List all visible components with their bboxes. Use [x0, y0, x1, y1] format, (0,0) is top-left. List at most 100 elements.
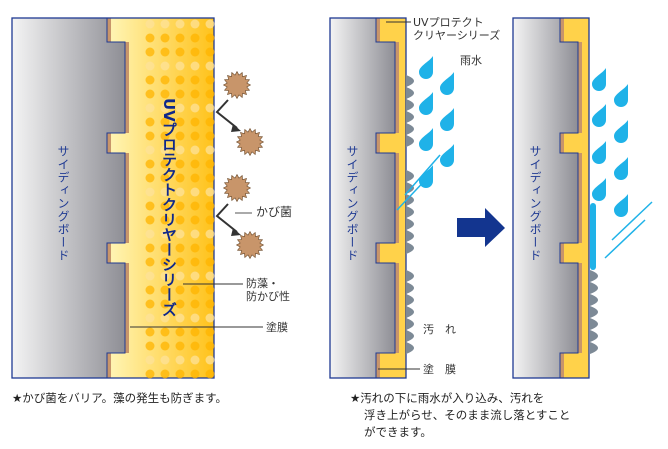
- particle-dot: [190, 243, 200, 253]
- particle-dot: [145, 75, 155, 85]
- particle-dot: [205, 173, 215, 183]
- particle-dot: [175, 271, 185, 281]
- particle-dot: [175, 299, 185, 309]
- particle-dot: [145, 369, 155, 379]
- particle-dot: [175, 341, 185, 351]
- particle-dot: [205, 89, 215, 99]
- uv-protect-clear-label: UVプロテクトクリヤーシリーズ: [160, 98, 178, 317]
- right-arrow-icon: [457, 208, 505, 247]
- raindrop-icon: [440, 72, 454, 95]
- particle-dot: [175, 61, 185, 71]
- raindrop-icon: [614, 157, 628, 180]
- raindrop-icon: [419, 128, 433, 151]
- particle-dot: [205, 285, 215, 295]
- particle-dot: [205, 47, 215, 57]
- particle-dot: [175, 19, 185, 29]
- anti-mold-label: 防かび性: [246, 290, 290, 303]
- raindrop-icon: [614, 120, 628, 143]
- raindrop-icon: [440, 108, 454, 131]
- particle-dot: [190, 33, 200, 43]
- particle-dot: [175, 103, 185, 113]
- raindrop-icon: [614, 84, 628, 107]
- particle-dot: [160, 327, 170, 337]
- particle-dot: [145, 271, 155, 281]
- particle-dot: [160, 299, 170, 309]
- particle-dot: [175, 285, 185, 295]
- film-label: 塗膜: [266, 321, 288, 334]
- dirt-icon: [406, 270, 414, 354]
- particle-dot: [175, 229, 185, 239]
- mold-spore-icon: [222, 173, 252, 203]
- particle-dot: [145, 159, 155, 169]
- left-panel-siding-board: [11, 17, 126, 379]
- particle-dot: [205, 201, 215, 211]
- mold-spore-icon: [235, 230, 265, 260]
- particle-dot: [145, 103, 155, 113]
- particle-dot: [205, 271, 215, 281]
- particle-dot: [205, 299, 215, 309]
- particle-dot: [145, 243, 155, 253]
- particle-dot: [160, 201, 170, 211]
- particle-dot: [160, 75, 170, 85]
- particle-dot: [205, 33, 215, 43]
- dirt-icon: [406, 75, 414, 147]
- particle-dot: [175, 243, 185, 253]
- left-caption: ★かび菌をバリア。藻の発生も防ぎます。: [12, 391, 228, 405]
- particle-dot: [175, 257, 185, 267]
- clear-series-label: クリヤーシリーズ: [413, 29, 501, 42]
- left-panel-outline: [11, 17, 215, 379]
- particle-dot: [145, 215, 155, 225]
- particle-dot: [160, 257, 170, 267]
- particle-dot: [160, 145, 170, 155]
- raindrop-icon: [614, 194, 628, 217]
- particle-dot: [160, 47, 170, 57]
- rain-streak: [604, 219, 646, 259]
- particle-dot: [190, 299, 200, 309]
- particle-dot: [205, 117, 215, 127]
- water-film: [590, 203, 596, 270]
- mold-spore-icon: [235, 127, 265, 157]
- particle-dot: [160, 243, 170, 253]
- after-panel-outline: [512, 17, 590, 379]
- particle-dot: [205, 19, 215, 29]
- particle-dot: [205, 159, 215, 169]
- particle-dot: [190, 19, 200, 29]
- particle-dot: [190, 327, 200, 337]
- bounce-arrow-icon: [215, 99, 238, 129]
- particle-dot: [205, 61, 215, 71]
- siding-board-label: サイディングボード: [56, 145, 70, 262]
- particle-dot: [190, 117, 200, 127]
- film-label-right: 塗 膜: [423, 363, 456, 376]
- particle-dot: [190, 341, 200, 351]
- particle-dot: [160, 355, 170, 365]
- particle-dot: [160, 131, 170, 141]
- particle-dot: [145, 89, 155, 99]
- arrowhead-icon: [231, 124, 241, 132]
- particle-dot: [175, 201, 185, 211]
- particle-dot: [160, 215, 170, 225]
- rain-streak: [396, 172, 433, 211]
- particle-dot: [205, 313, 215, 323]
- raindrop-icon: [440, 144, 454, 167]
- particle-dot: [160, 369, 170, 379]
- particle-dot: [175, 369, 185, 379]
- particle-dot: [145, 341, 155, 351]
- mold-spore-icon: [222, 70, 252, 100]
- particle-dot: [190, 257, 200, 267]
- particle-dot: [145, 33, 155, 43]
- right-caption-line-1: ★汚れの下に雨水が入り込み、汚れを: [350, 391, 545, 405]
- particle-dot: [160, 313, 170, 323]
- particle-dot: [175, 47, 185, 57]
- particle-dot: [145, 145, 155, 155]
- particle-dot: [175, 173, 185, 183]
- particle-dot: [205, 75, 215, 85]
- particle-dot: [190, 369, 200, 379]
- particle-dot: [160, 103, 170, 113]
- dirt-label: 汚 れ: [423, 323, 456, 336]
- raindrop-icon: [592, 68, 606, 91]
- particle-dot: [190, 103, 200, 113]
- raindrop-icon: [419, 92, 433, 115]
- after-panel-siding-board: [512, 17, 579, 379]
- particle-dot: [190, 201, 200, 211]
- particle-dot: [190, 173, 200, 183]
